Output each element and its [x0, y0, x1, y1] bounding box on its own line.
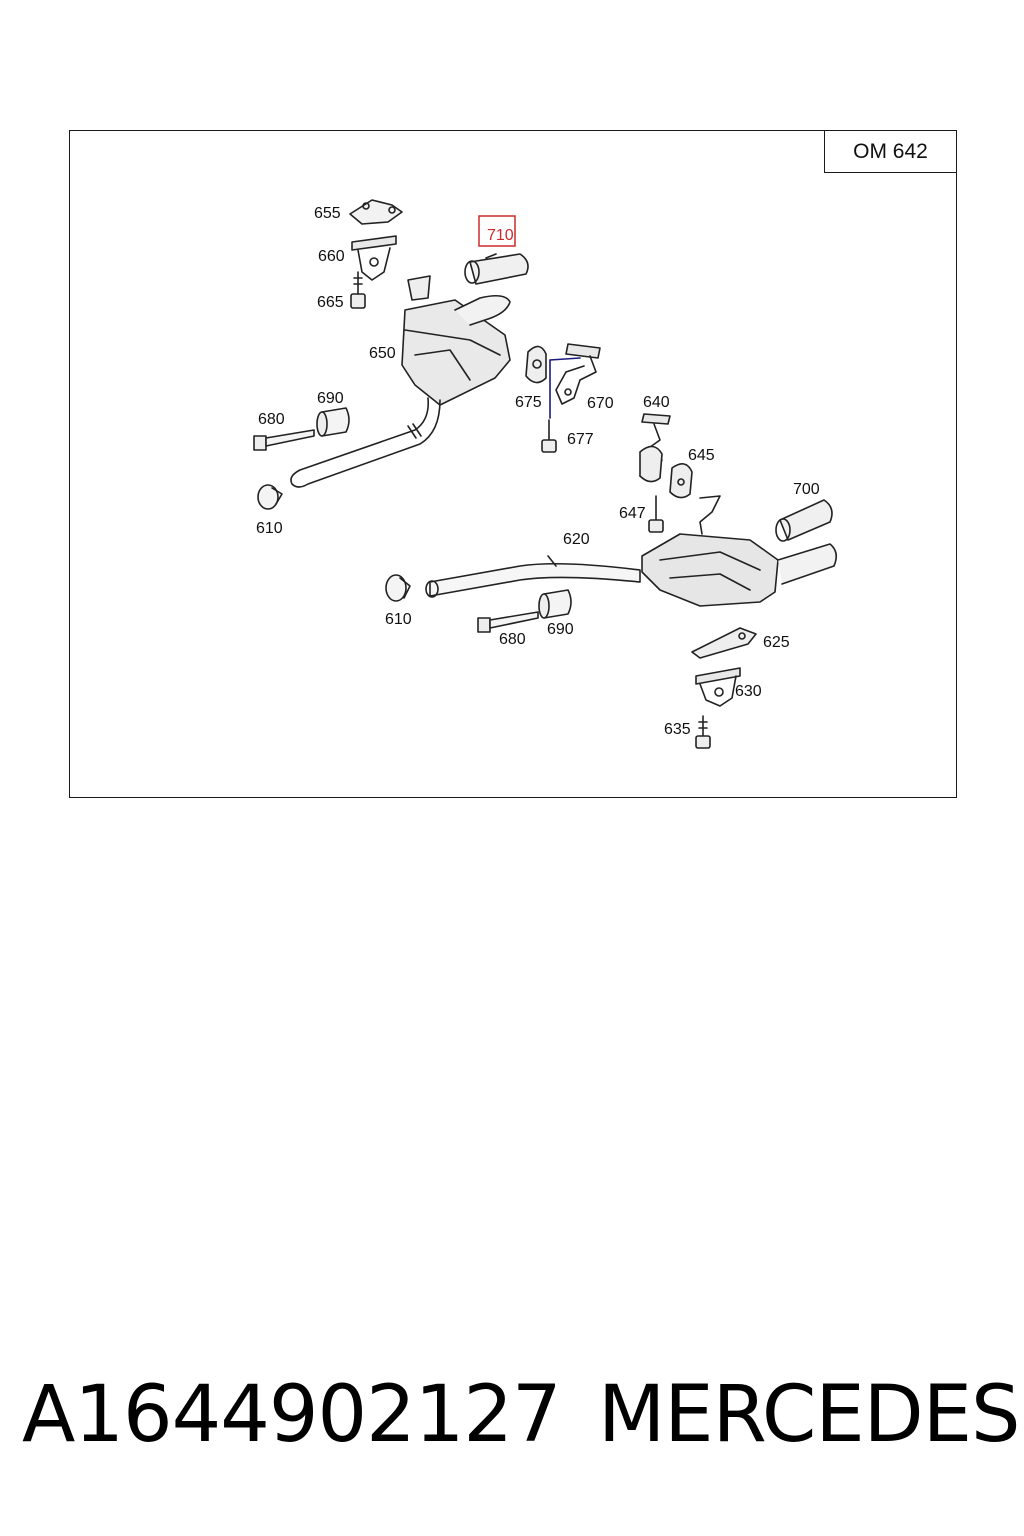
part-645-rubber-mount[interactable] [669, 463, 693, 499]
label-650: 650 [369, 345, 396, 362]
label-670: 670 [587, 395, 614, 412]
label-710: 710 [487, 227, 514, 244]
part-660-hanger[interactable] [351, 235, 397, 281]
part-680-bolt-lower[interactable] [477, 611, 539, 633]
footer: A1644902127 MERCEDES [0, 1370, 1024, 1470]
brand-name: MERCEDES [598, 1370, 1020, 1460]
label-690-lower: 690 [547, 621, 574, 638]
part-675-rubber-mount[interactable] [525, 345, 547, 384]
part-630-hanger[interactable] [695, 667, 741, 707]
part-655-bracket[interactable] [349, 199, 403, 225]
part-650-rear-silencer[interactable] [290, 275, 511, 488]
label-647: 647 [619, 505, 646, 522]
part-700-tail-pipe[interactable] [775, 499, 833, 542]
part-number: A1644902127 [22, 1370, 562, 1460]
label-655: 655 [314, 205, 341, 222]
label-660: 660 [318, 248, 345, 265]
part-690-bush-upper[interactable] [316, 407, 350, 437]
label-680-upper: 680 [258, 411, 285, 428]
label-610-upper: 610 [256, 520, 283, 537]
part-635-bolt[interactable] [695, 715, 711, 749]
label-640: 640 [643, 394, 670, 411]
label-635: 635 [664, 721, 691, 738]
label-625: 625 [763, 634, 790, 651]
diagram-frame [69, 130, 957, 798]
part-670-bracket[interactable] [549, 343, 601, 419]
part-610-clamp-upper[interactable] [257, 484, 283, 510]
label-677: 677 [567, 431, 594, 448]
part-665-bolt[interactable] [350, 271, 366, 309]
label-665: 665 [317, 294, 344, 311]
part-710-tail-pipe[interactable] [464, 253, 529, 285]
label-610-lower: 610 [385, 611, 412, 628]
label-645: 645 [688, 447, 715, 464]
part-620-middle-silencer[interactable] [425, 495, 838, 607]
label-690-upper: 690 [317, 390, 344, 407]
part-647-bolt[interactable] [648, 495, 664, 533]
label-675: 675 [515, 394, 542, 411]
label-620: 620 [563, 531, 590, 548]
label-680-lower: 680 [499, 631, 526, 648]
label-630: 630 [735, 683, 762, 700]
part-680-bolt-upper[interactable] [253, 429, 315, 451]
part-640-bracket[interactable] [639, 413, 671, 483]
label-700: 700 [793, 481, 820, 498]
engine-code-label: OM 642 [824, 130, 957, 173]
callout-labels: 655 660 665 650 710 675 670 677 680 690 … [256, 205, 820, 738]
highlight-box-710 [478, 215, 516, 247]
exhaust-parts-drawing: 655 660 665 650 710 675 670 677 680 690 … [253, 199, 838, 749]
part-677-bolt[interactable] [541, 419, 557, 453]
part-610-clamp-lower[interactable] [385, 574, 411, 602]
part-690-bush-lower[interactable] [538, 589, 572, 619]
part-625-bracket[interactable] [691, 627, 757, 659]
